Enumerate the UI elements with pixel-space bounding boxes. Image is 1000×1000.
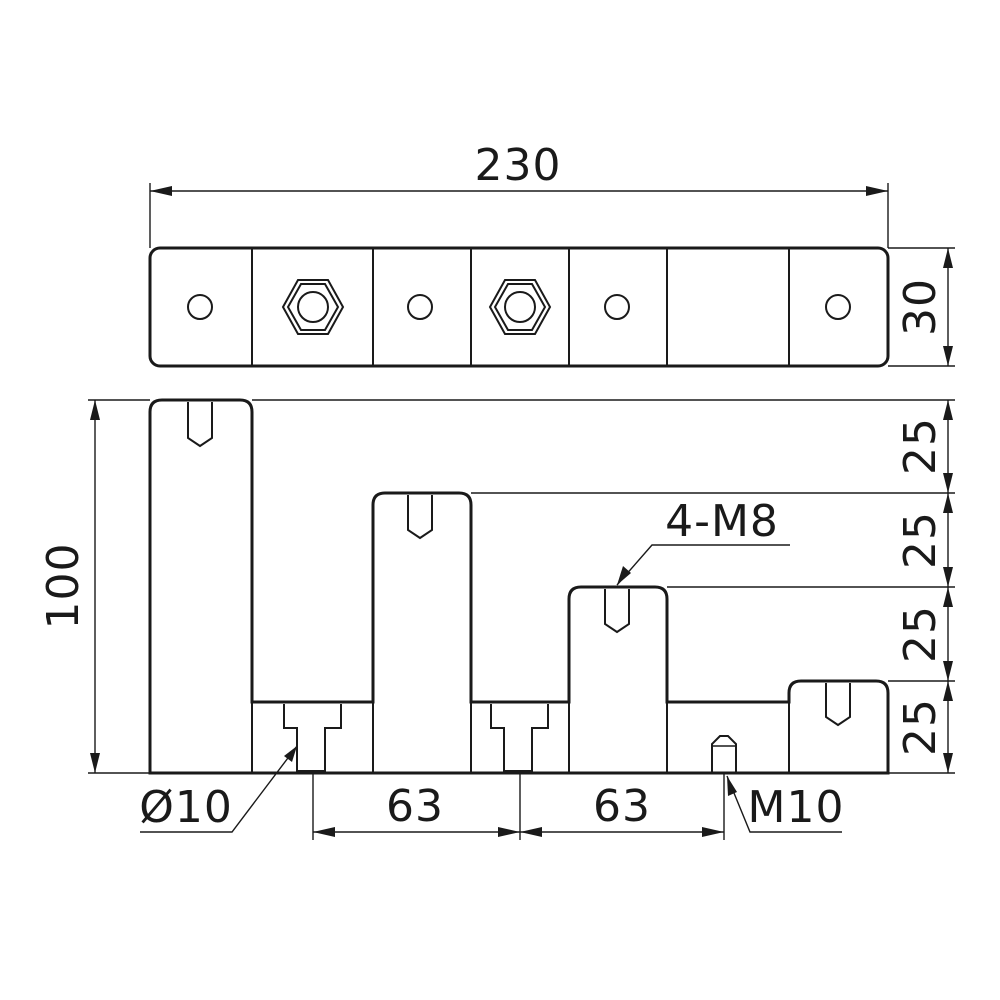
hex-nut-icon (488, 279, 552, 335)
thread-callout-label: 4-M8 (665, 496, 779, 547)
step-dimension-label: 25 (895, 511, 946, 569)
tapped-hole-section-icon (407, 495, 433, 540)
length-dimension-label: 230 (475, 140, 562, 191)
tapped-hole-section-icon (825, 683, 851, 727)
top-view (148, 246, 890, 368)
stud-callout: M10 (726, 775, 845, 833)
width-dimension-label: 30 (895, 278, 946, 336)
step-dimension-label: 25 (895, 417, 946, 475)
thread-callout: 4-M8 (616, 496, 790, 586)
tapped-hole-icon (825, 294, 851, 320)
tapped-hole-section-icon (604, 589, 630, 634)
top-view-outline (148, 246, 890, 368)
step-dimensions: 25 25 25 25 (252, 399, 955, 774)
tapped-hole-icon (407, 294, 433, 320)
tapped-hole-section-icon (187, 402, 213, 448)
front-view (148, 398, 890, 775)
length-dimension: 230 (149, 140, 889, 248)
height-dimension: 100 (38, 399, 150, 774)
pitch-dimension-label: 63 (593, 781, 651, 832)
diameter-callout: Ø10 (139, 745, 298, 833)
step-dimension-label: 25 (895, 698, 946, 756)
counterbore-hole-icon (283, 704, 342, 772)
diameter-callout-label: Ø10 (139, 782, 233, 833)
width-dimension: 30 (888, 247, 955, 367)
pitch-dimensions: 63 63 (312, 773, 725, 840)
pitch-dimension-label: 63 (386, 781, 444, 832)
hex-nut-icon (281, 279, 345, 335)
step-dimension-label: 25 (895, 605, 946, 663)
stud-icon (711, 735, 737, 773)
stud-callout-label: M10 (748, 782, 845, 833)
height-dimension-label: 100 (38, 543, 89, 630)
tapped-hole-icon (604, 294, 630, 320)
counterbore-hole-icon (490, 704, 549, 772)
mounting-hole-icon (187, 294, 213, 320)
